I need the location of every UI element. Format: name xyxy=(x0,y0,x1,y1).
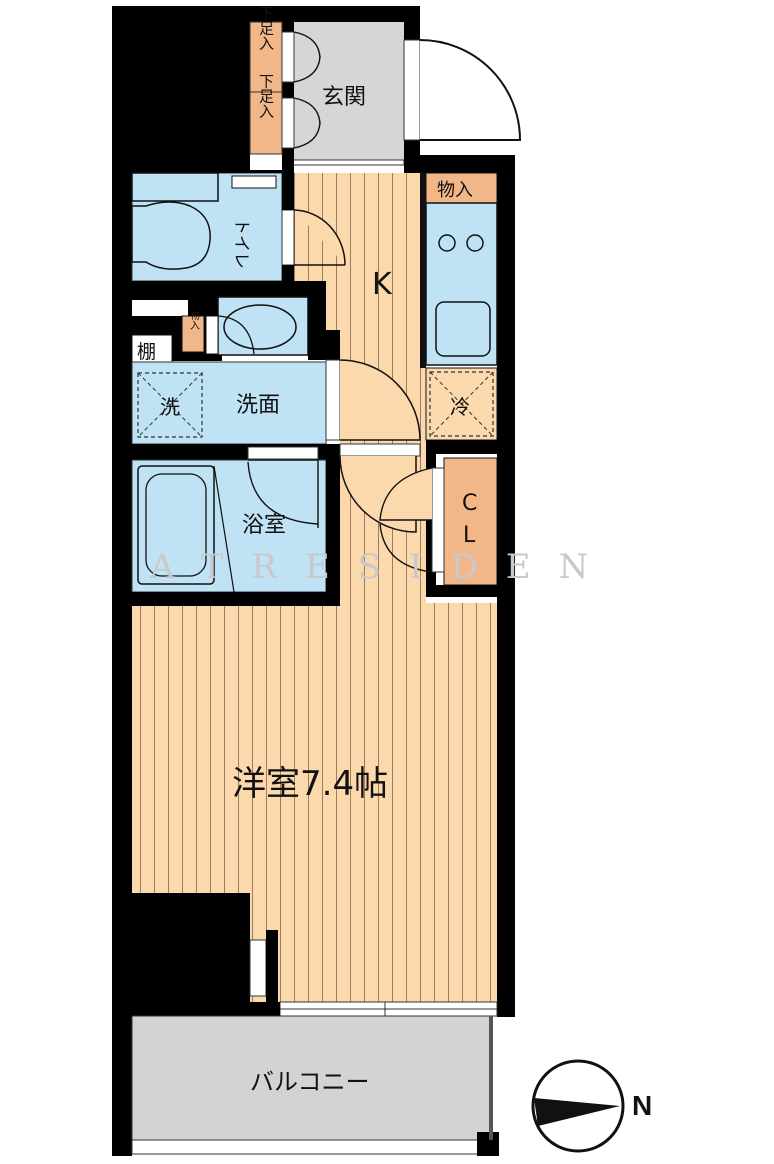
shoe-cabinet-label-2: 下足入 xyxy=(257,74,275,119)
refrigerator-dashed xyxy=(429,371,494,437)
shoe-cabinet-door-1 xyxy=(281,31,295,83)
entrance-step-line xyxy=(291,159,405,166)
main-room-label: 洋室7.4帖 xyxy=(232,764,388,804)
shoe-cabinet-1 xyxy=(249,21,283,93)
shelf-opening-top xyxy=(132,300,188,316)
washbasin-bowl xyxy=(223,304,297,350)
toilet-bottom-wall xyxy=(132,281,326,297)
main-room-side-window xyxy=(249,939,267,997)
washbasin-door xyxy=(205,315,219,355)
washbasin-door-swing xyxy=(217,315,255,355)
main-room-side-window-wall xyxy=(266,930,278,1016)
closet-label-l: L xyxy=(463,523,476,548)
balcony xyxy=(131,1015,492,1141)
bathtub-inner xyxy=(145,473,207,577)
bathroom-label: 浴室 xyxy=(242,513,286,538)
kitchen-sink xyxy=(435,301,491,357)
toilet-room-top-wall xyxy=(132,170,294,173)
compass: N xyxy=(531,1059,652,1153)
washroom-right-wall xyxy=(308,281,326,360)
closet-wall xyxy=(426,440,497,454)
front-door-frame xyxy=(403,39,421,141)
kitchen-storage xyxy=(425,172,498,204)
small-storage xyxy=(181,315,205,353)
toilet-door-swing xyxy=(293,209,346,266)
corridor-door-frame xyxy=(339,443,421,457)
closet-label-c: C xyxy=(462,491,477,516)
closet-door-swing-bottom xyxy=(379,523,433,573)
refrigerator-label: 冷 xyxy=(450,395,470,419)
kitchen-counter-left-wall xyxy=(420,173,426,368)
shelf-label: 棚 xyxy=(137,341,156,363)
toilet-vent xyxy=(231,175,277,189)
main-room-floor-lower xyxy=(250,890,497,1002)
entrance-right-wall xyxy=(404,22,420,40)
window-wall-left xyxy=(250,1002,280,1016)
washroom-door-swing xyxy=(339,359,421,441)
toilet-tank xyxy=(131,172,219,202)
bathroom-door-frame xyxy=(247,446,319,460)
closet-left-wall xyxy=(426,454,436,594)
small-storage-label: 物入 xyxy=(188,309,200,330)
closet xyxy=(443,457,498,586)
kitchen-storage-label: 物入 xyxy=(437,180,473,201)
shoe-cabinet-swing-2 xyxy=(293,97,321,149)
top-left-wall-mass xyxy=(112,6,250,170)
toilet-right-wall xyxy=(282,173,294,210)
closet-label: CL xyxy=(464,490,489,518)
toilet-door-frame xyxy=(281,209,295,266)
stove-burner-right xyxy=(466,234,484,252)
top-wall xyxy=(250,6,420,22)
entrance-right-wall-lower xyxy=(404,140,420,173)
entrance-area xyxy=(292,22,404,162)
toilet-label: トイレ xyxy=(231,218,251,269)
main-room-floor xyxy=(132,603,497,893)
bathroom-floor-edge xyxy=(213,465,235,593)
stove-burner-left xyxy=(438,234,456,252)
toilet-bowl xyxy=(131,201,211,270)
bathroom-right-wall xyxy=(326,444,340,604)
right-outer-wall xyxy=(497,155,515,1017)
entrance-label: 玄関 xyxy=(322,85,366,110)
watermark: ATRESIDEN xyxy=(149,547,616,587)
balcony-label: バルコニー xyxy=(250,1068,370,1096)
compass-needle-icon xyxy=(534,1098,620,1126)
washer-label: 洗 xyxy=(160,395,180,419)
washroom-door-frame xyxy=(325,359,341,441)
washroom-label: 洗面 xyxy=(236,393,280,418)
compass-north-label: N xyxy=(632,1090,652,1121)
kitchen-top-wall xyxy=(404,155,515,173)
balcony-rail xyxy=(131,1139,492,1155)
bathroom-door-fold xyxy=(247,459,319,528)
shoe-cabinet-label-1: 下足入 xyxy=(257,6,275,51)
toilet-right-wall-lower xyxy=(282,265,294,281)
corridor-notch xyxy=(326,330,340,360)
balcony-corner-post xyxy=(477,1132,499,1156)
bathroom-bottom-wall xyxy=(132,592,340,606)
left-wall-mass xyxy=(112,6,132,1156)
shoe-cabinet-swing-1 xyxy=(293,31,321,83)
closet-door-swing-top xyxy=(379,467,433,521)
kitchen-label: K xyxy=(372,267,393,302)
refrigerator-diag-2 xyxy=(429,371,494,437)
balcony-right-edge xyxy=(489,1016,493,1140)
front-door-swing xyxy=(419,39,522,141)
shoe-cabinet-door-2 xyxy=(281,97,295,149)
closet-bottom-wall xyxy=(426,585,497,597)
washer-pan-diag-2 xyxy=(137,372,203,438)
